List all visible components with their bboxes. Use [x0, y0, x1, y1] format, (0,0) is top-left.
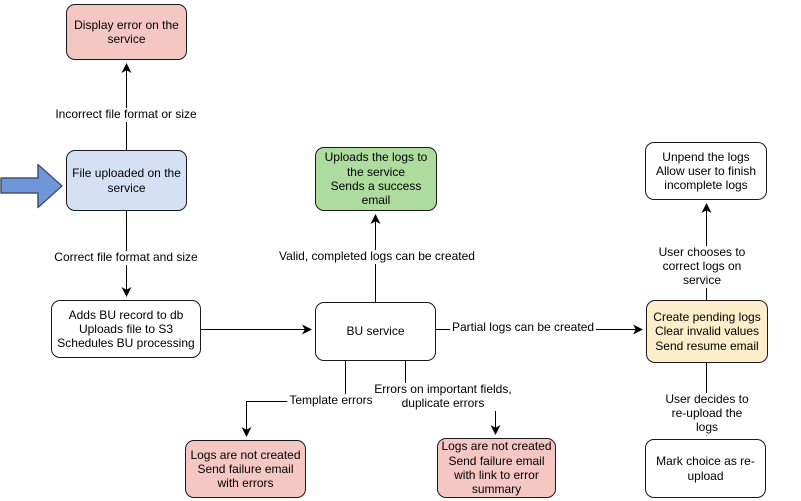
node-unpend-logs[interactable]: Unpend the logs Allow user to finish inc… — [645, 142, 767, 200]
entry-arrow-icon[interactable] — [0, 163, 63, 209]
edge-label-template-errors: Template errors — [287, 393, 375, 408]
node-fail-with-errors[interactable]: Logs are not created Send failure email … — [185, 440, 306, 498]
edge-label-incorrect-file: Incorrect file format or size — [53, 107, 199, 122]
node-display-error[interactable]: Display error on the service — [66, 4, 187, 60]
edge-label-user-reuploads: User decides to re-upload the logs — [660, 392, 754, 435]
node-upload-success[interactable]: Uploads the logs to the service Sends a … — [315, 147, 437, 211]
node-fail-with-summary[interactable]: Logs are not created Send failure email … — [437, 438, 556, 498]
node-bu-service[interactable]: BU service — [315, 302, 436, 361]
edge-label-valid-logs: Valid, completed logs can be created — [277, 249, 477, 264]
node-create-pending[interactable]: Create pending logs Clear invalid values… — [646, 300, 768, 363]
edge-label-partial-logs: Partial logs can be created — [449, 320, 597, 335]
node-adds-bu-record[interactable]: Adds BU record to db Uploads file to S3 … — [51, 300, 201, 358]
edge-label-field-errors: Errors on important fields, duplicate er… — [372, 382, 514, 411]
node-mark-reupload[interactable]: Mark choice as re- upload — [645, 439, 766, 498]
node-file-uploaded[interactable]: File uploaded on the service — [66, 150, 187, 211]
edge-label-correct-file: Correct file format and size — [52, 250, 200, 265]
edge-label-user-corrects: User chooses to correct logs on service — [652, 245, 752, 288]
